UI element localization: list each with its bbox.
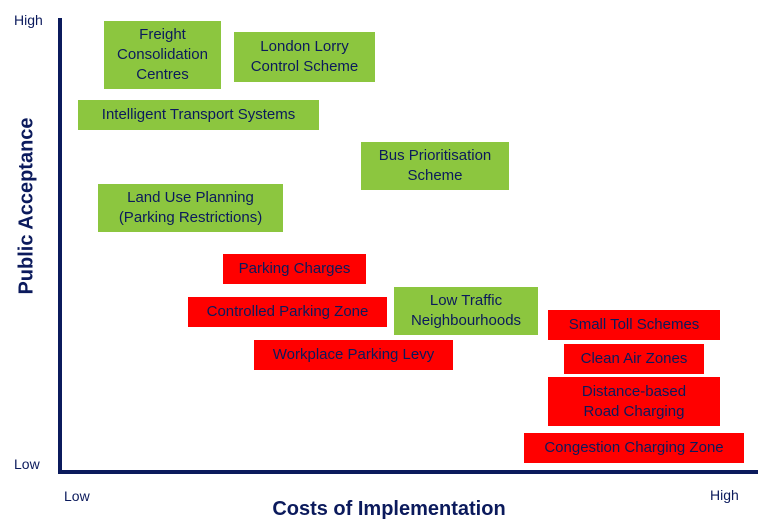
y-axis-high-label: High bbox=[14, 12, 43, 28]
y-axis-line bbox=[58, 18, 62, 474]
box-london-lorry-control-scheme: London Lorry Control Scheme bbox=[234, 32, 375, 82]
x-axis-low-label: Low bbox=[64, 488, 90, 504]
box-workplace-parking-levy: Workplace Parking Levy bbox=[254, 340, 453, 370]
x-axis-line bbox=[58, 470, 758, 474]
box-freight-consolidation-centres: Freight Consolidation Centres bbox=[104, 21, 221, 89]
box-low-traffic-neighbourhoods: Low Traffic Neighbourhoods bbox=[394, 287, 538, 335]
y-axis-low-label: Low bbox=[14, 456, 40, 472]
box-parking-charges: Parking Charges bbox=[223, 254, 366, 284]
box-land-use-planning: Land Use Planning (Parking Restrictions) bbox=[98, 184, 283, 232]
x-axis-high-label: High bbox=[710, 487, 739, 503]
box-congestion-charging-zone: Congestion Charging Zone bbox=[524, 433, 744, 463]
box-clean-air-zones: Clean Air Zones bbox=[564, 344, 704, 374]
box-small-toll-schemes: Small Toll Schemes bbox=[548, 310, 720, 340]
box-controlled-parking-zone: Controlled Parking Zone bbox=[188, 297, 387, 327]
box-bus-prioritisation-scheme: Bus Prioritisation Scheme bbox=[361, 142, 509, 190]
x-axis-title: Costs of Implementation bbox=[272, 498, 506, 520]
box-intelligent-transport-systems: Intelligent Transport Systems bbox=[78, 100, 319, 130]
box-distance-based-road-charging: Distance-based Road Charging bbox=[548, 377, 720, 426]
